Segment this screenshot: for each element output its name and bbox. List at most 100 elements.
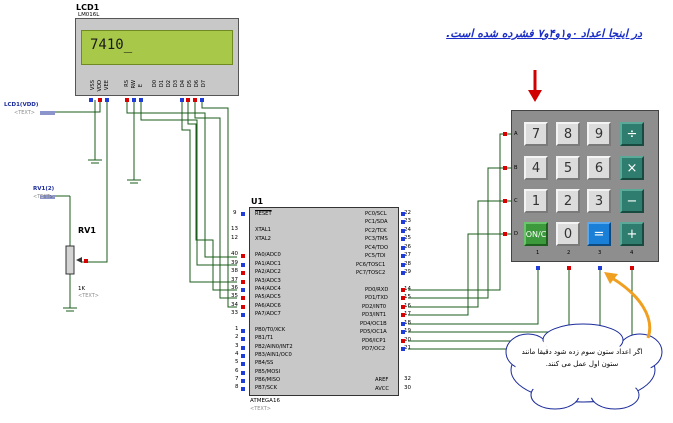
pin-reset: RESET [255,211,272,217]
key-8[interactable]: 8 [556,122,580,146]
pin-pd5: PD5/OC1A [360,329,387,335]
lcd-pin-d1: D1 [159,80,165,88]
rv1-probe[interactable]: RV1(2) [33,186,55,192]
keypad-row-d-label: D [514,231,518,237]
lcd-display-text: 7410_ [90,37,133,53]
pin-number: 36 [231,285,238,291]
key-equals[interactable]: = [587,222,611,246]
key-on-clear[interactable]: ON/C [524,222,548,246]
pin-pd1: PD1/TXD [365,295,388,301]
wire-lcd-vdd [55,100,101,113]
pin-pd4: PD4/OC1B [360,321,387,327]
text-tag: <TEXT> [14,110,35,116]
pin-pa4: PA4/ADC4 [255,286,281,292]
lcd-screen [81,30,233,65]
pin-pa3: PA3/ADC3 [255,278,281,284]
pin-pc3: PC3/TMS [365,236,388,242]
mcu-part: ATMEGA16 [250,398,280,404]
lcd-pin-d7: D7 [201,80,207,88]
bubble-annotation: اگر اعداد ستون سوم زده شود دقیقا مانند س… [521,348,643,368]
pin-number: 6 [235,368,239,374]
lcd-pin-state [139,98,143,102]
pin-number: 21 [404,345,411,351]
pin-pb6: PB6/MISO [255,377,281,383]
pin-number: 8 [235,384,239,390]
pin-number: 23 [404,218,411,224]
pin-number: 22 [404,210,411,216]
lcd-model: LM016L [78,12,100,18]
pin-number: 15 [404,294,411,300]
pin-pd2: PD2/INT0 [362,304,387,310]
rv1-value: 1K [78,286,86,292]
pin-pc7: PC7/TOSC2 [356,270,386,276]
pin-number: 26 [404,244,411,250]
lcd-pin-state [186,98,190,102]
pin-pb0: PB0/T0/XCK [255,327,286,333]
keypad-row-b-label: B [514,165,518,171]
pin-pa2: PA2/ADC2 [255,269,281,275]
lcd-pin-vee: VEE [104,80,110,91]
keypad-pin-state [503,166,507,170]
pin-number: 38 [231,268,238,274]
text-tag: <TEXT> [33,194,54,200]
pin-number: 9 [233,210,237,216]
pin-pa6: PA6/ADC6 [255,303,281,309]
pin-pd7: PD7/OC2 [362,346,386,352]
lcd-pin-state [132,98,136,102]
pin-pc0: PC0/SCL [365,211,387,217]
wire-lcd-d6 [194,100,237,299]
pin-number: 34 [231,302,238,308]
lcd-pin-state [89,98,93,102]
pin-number: 30 [404,385,411,391]
pin-pa0: PA0/ADC0 [255,252,281,258]
pin-number: 33 [231,310,238,316]
key-2[interactable]: 2 [556,189,580,213]
pin-pa5: PA5/ADC5 [255,294,281,300]
pin-number: 29 [404,269,411,275]
lcd-vdd-probe[interactable]: LCD1(VDD) [4,102,39,108]
key-5[interactable]: 5 [556,156,580,180]
pin-number: 4 [235,351,239,357]
wire-row-d [408,233,512,316]
lcd-pin-state [193,98,197,102]
key-9[interactable]: 9 [587,122,611,146]
pin-pb7: PB7/SCK [255,385,278,391]
keypad-pin-state [567,266,571,270]
key-plus[interactable]: + [620,222,644,246]
wire-col-1 [408,266,539,325]
lcd-pin-vss: VSS [90,80,96,91]
key-divide[interactable]: ÷ [620,122,644,146]
key-3[interactable]: 3 [587,189,611,213]
pin-pb3: PB3/AIN1/OC0 [255,352,292,358]
pin-number: 13 [231,226,238,232]
key-4[interactable]: 4 [524,156,548,180]
keypad-row-a-label: A [514,131,518,137]
key-0[interactable]: 0 [556,222,580,246]
key-1[interactable]: 1 [524,189,548,213]
pin-number: 2 [235,334,239,340]
pin-avcc: AVCC [375,386,390,392]
rv1-body[interactable] [65,245,75,275]
key-7[interactable]: 7 [524,122,548,146]
pin-pd6: PD6/ICP1 [362,338,386,344]
pin-number: 32 [404,376,411,382]
lcd-pin-d6: D6 [194,80,200,88]
pin-xtal2: XTAL2 [255,236,271,242]
top-annotation: در اینجا اعداد ۰و۱و۴و۷ فشرده شده است. [446,27,642,40]
keypad-pin-state [503,199,507,203]
pin-pb2: PB2/AIN0/INT2 [255,344,293,350]
keypad-col-1-label: 1 [536,250,540,256]
pin-pa7: PA7/ADC7 [255,311,281,317]
mcu-chip[interactable] [249,207,399,396]
key-multiply[interactable]: × [620,156,644,180]
lcd-pin-rw: RW [131,80,137,89]
key-6[interactable]: 6 [587,156,611,180]
pin-number: 12 [231,235,238,241]
pin-number: 14 [404,286,411,292]
pin-number: 18 [404,320,411,326]
key-minus[interactable]: − [620,189,644,213]
wire-row-c [408,200,512,308]
lcd-ref: LCD1 [76,3,100,12]
pin-number: 7 [235,376,239,382]
